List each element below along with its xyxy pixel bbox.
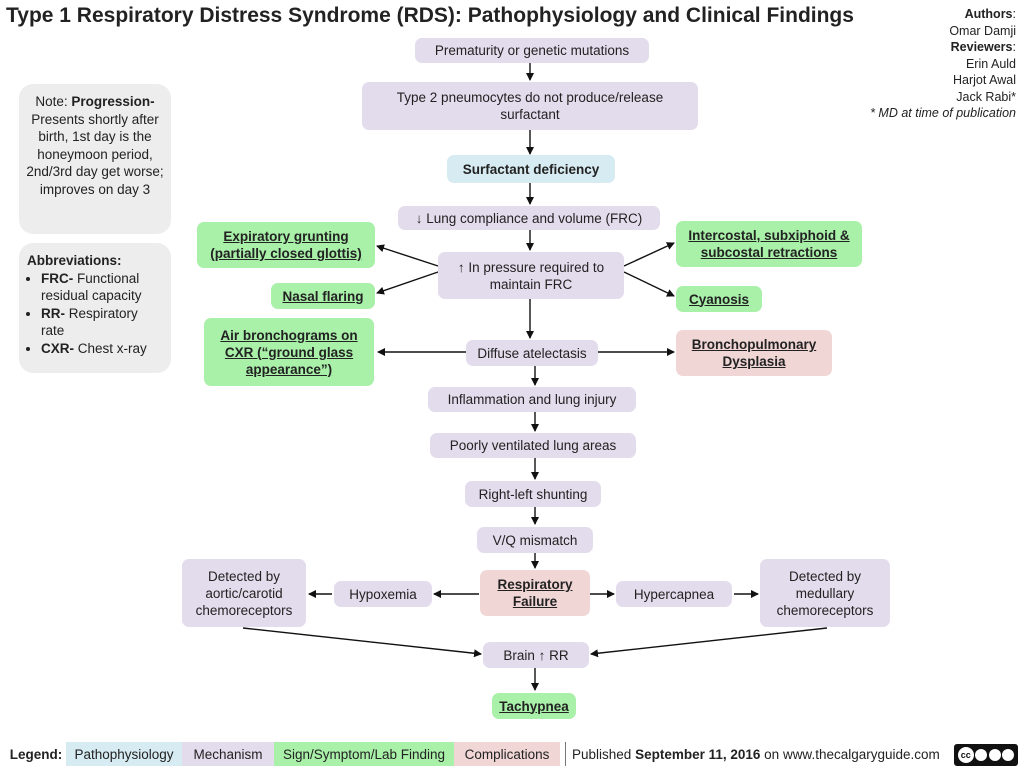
arrow <box>623 271 675 297</box>
legend-pathophysiology: Pathophysiology <box>66 742 182 766</box>
node-pneumocytes: Type 2 pneumocytes do not produce/releas… <box>362 82 698 130</box>
published-prefix: Published <box>572 746 632 762</box>
by-icon <box>975 749 988 761</box>
abbreviation-term: RR- <box>41 305 65 321</box>
cc-license-icon[interactable]: cc <box>954 744 1018 766</box>
arrow <box>242 627 482 658</box>
note-prefix: Note: <box>35 94 72 109</box>
node-air-bronchograms: Air bronchograms on CXR (“ground glass a… <box>204 318 374 386</box>
node-bronchopulmonary-dysplasia: Bronchopulmonary Dysplasia <box>676 330 832 376</box>
legend-sign-symptom: Sign/Symptom/Lab Finding <box>274 742 454 766</box>
published-suffix: on www.thecalgaryguide.com <box>764 746 940 762</box>
reviewer-name: Jack Rabi* <box>956 89 1016 104</box>
node-hypercapnea: Hypercapnea <box>616 581 732 607</box>
node-vq-mismatch: V/Q mismatch <box>477 527 593 553</box>
arrow <box>590 627 828 658</box>
node-pressure: ↑ In pressure required to maintain FRC <box>438 252 624 299</box>
authors-block: Authors: Omar Damji Reviewers: Erin Auld… <box>870 7 1016 120</box>
reviewers-label: Reviewers <box>950 40 1013 54</box>
progression-note: Note: Progression- Presents shortly afte… <box>19 84 171 234</box>
node-cyanosis: Cyanosis <box>676 286 762 312</box>
cc-icon: cc <box>957 747 974 763</box>
reviewer-name: Erin Auld <box>965 56 1016 71</box>
abbreviation-term: CXR- <box>41 340 74 356</box>
abbreviations-list: FRC- Functional residual capacity RR- Re… <box>27 270 163 358</box>
node-nasal-flaring: Nasal flaring <box>271 283 375 309</box>
node-aortic-chemoreceptors: Detected by aortic/carotid chemoreceptor… <box>182 559 306 627</box>
node-prematurity: Prematurity or genetic mutations <box>415 38 649 63</box>
abbreviation-def: Functional residual capacity <box>41 270 142 304</box>
node-respiratory-failure: Respiratory Failure <box>480 570 590 616</box>
sa-icon <box>1002 749 1015 761</box>
authors-label: Authors <box>964 7 1013 21</box>
node-brain-rr: Brain ↑ RR <box>483 642 589 668</box>
author-name: Omar Damji <box>949 23 1016 38</box>
node-surfactant-deficiency: Surfactant deficiency <box>447 155 615 183</box>
note-body: Presents shortly after birth, 1st day is… <box>26 111 164 197</box>
nc-icon <box>988 749 1001 761</box>
node-expiratory-grunting: Expiratory grunting (partially closed gl… <box>197 222 375 268</box>
node-poorly-ventilated: Poorly ventilated lung areas <box>430 433 636 458</box>
legend-label: Legend: <box>9 746 63 762</box>
node-tachypnea: Tachypnea <box>492 693 576 719</box>
published-date: September 11, 2016 <box>635 746 761 762</box>
page-title: Type 1 Respiratory Distress Syndrome (RD… <box>6 4 854 27</box>
abbreviation-term: FRC- <box>41 270 74 286</box>
arrow <box>623 242 675 267</box>
abbreviations-heading: Abbreviations: <box>27 253 122 268</box>
abbreviations-box: Abbreviations: FRC- Functional residual … <box>19 243 171 373</box>
authors-footnote: * MD at time of publication <box>870 106 1016 120</box>
abbreviation-def: Chest x-ray <box>77 340 147 356</box>
legend-divider <box>565 742 566 766</box>
node-retractions: Intercostal, subxiphoid & subcostal retr… <box>676 221 862 267</box>
arrow <box>376 244 439 267</box>
legend-bar: Legend: Pathophysiology Mechanism Sign/S… <box>0 738 1024 768</box>
node-inflammation: Inflammation and lung injury <box>428 387 636 412</box>
legend-complications: Complications <box>454 742 560 766</box>
abbreviation-def: Respiratory rate <box>41 305 138 339</box>
node-hypoxemia: Hypoxemia <box>334 581 432 607</box>
node-right-left-shunting: Right-left shunting <box>465 481 601 507</box>
reviewer-name: Harjot Awal <box>953 73 1016 87</box>
legend-mechanism: Mechanism <box>182 742 274 766</box>
node-lung-compliance: ↓ Lung compliance and volume (FRC) <box>398 206 660 230</box>
node-medullary-chemoreceptors: Detected by medullary chemoreceptors <box>760 559 890 627</box>
node-diffuse-atelectasis: Diffuse atelectasis <box>466 340 598 366</box>
abbreviation-item: CXR- Chest x-ray <box>41 340 163 358</box>
abbreviation-item: FRC- Functional residual capacity <box>41 270 163 305</box>
note-heading: Progression- <box>71 94 155 109</box>
abbreviation-item: RR- Respiratory rate <box>41 305 163 340</box>
arrow <box>376 271 439 295</box>
published-info: Published September 11, 2016 on www.thec… <box>572 742 950 766</box>
